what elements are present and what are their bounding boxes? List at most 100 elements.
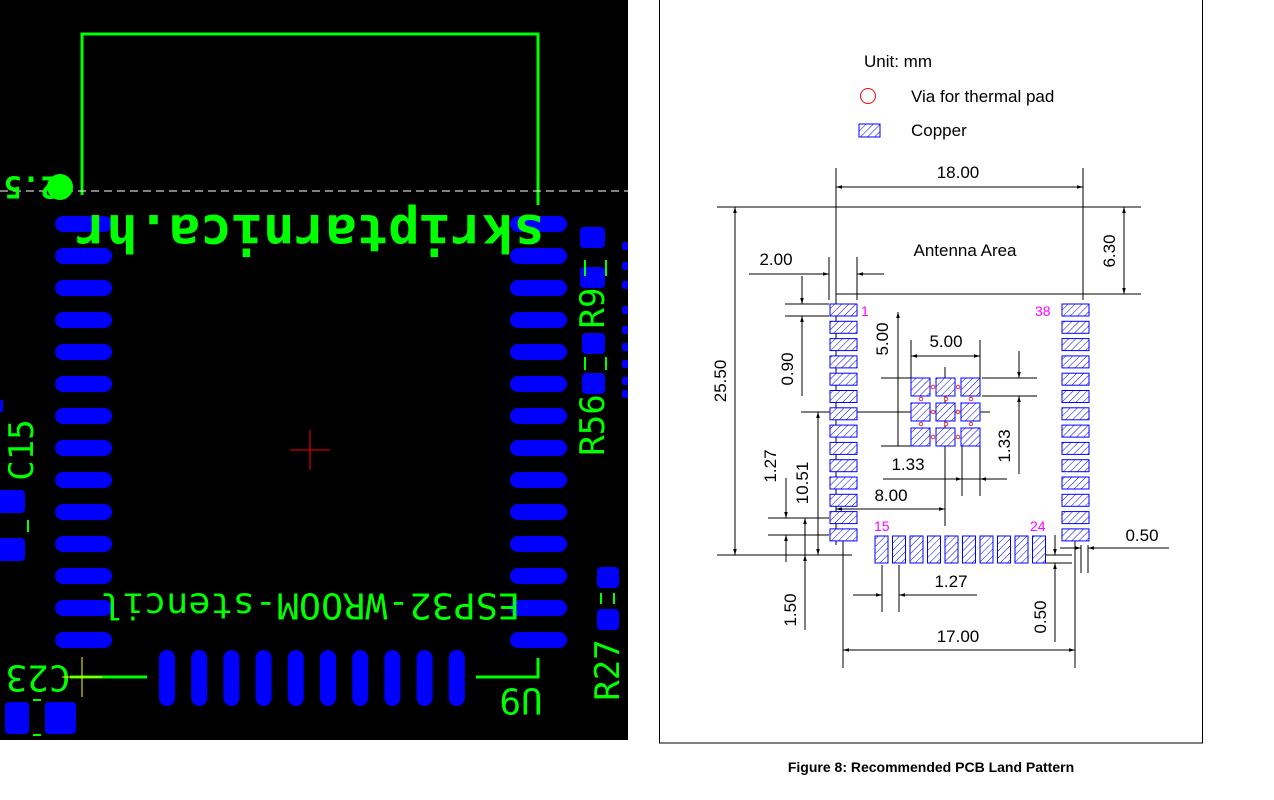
land-pad (1061, 459, 1090, 473)
legend-copper: Copper (911, 121, 967, 140)
thermal-pad (960, 427, 981, 447)
thermal-via (930, 434, 936, 440)
land-pad (1061, 511, 1090, 525)
designator-c23: C23 (5, 657, 70, 698)
module-pad (510, 440, 567, 456)
module-pad (55, 632, 112, 648)
designator-r9: R9 (573, 288, 613, 329)
land-pad (829, 407, 858, 421)
module-pad (55, 536, 112, 552)
dim-pitch-h: 1.27 (934, 572, 967, 591)
thermal-via (968, 396, 974, 402)
module-pads-bottom (159, 650, 465, 706)
thermal-pad (910, 427, 931, 447)
dim-thermal-size-v: 5.00 (873, 322, 892, 355)
legend-unit: Unit: mm (864, 52, 932, 71)
silkscreen-logo-text: skriptarnica.hr (75, 202, 545, 262)
thermal-via (943, 396, 949, 402)
module-pad (510, 504, 567, 520)
dim-bottom-offset: 1.50 (781, 593, 800, 626)
module-pad (320, 650, 336, 706)
dim-thermal-offset-h: 8.00 (874, 486, 907, 505)
pin-label-15: 15 (874, 518, 890, 534)
thermal-pad (910, 377, 931, 397)
land-pad (1061, 320, 1090, 334)
module-pad (510, 632, 567, 648)
module-pad (510, 312, 567, 328)
module-pad (510, 600, 567, 616)
thermal-pads (910, 377, 981, 447)
land-pad (829, 355, 858, 369)
module-pad (510, 280, 567, 296)
land-pads-left (829, 303, 858, 542)
pin-label-38: 38 (1035, 303, 1051, 319)
land-pad (1061, 372, 1090, 386)
designator-r27: R27 (588, 639, 628, 700)
module-pad (55, 280, 112, 296)
dim-thermal-size: 5.00 (929, 332, 962, 351)
land-pad (1061, 424, 1090, 438)
land-pad (829, 338, 858, 352)
antenna-area-label: Antenna Area (913, 241, 1017, 260)
land-pad (829, 424, 858, 438)
dimension-label: 2.5 (4, 168, 58, 203)
origin-crosshair (290, 430, 330, 470)
thermal-via (918, 396, 924, 402)
dim-width-total: 18.00 (937, 163, 980, 182)
thermal-via (955, 384, 961, 390)
dim-pad-width: 0.90 (778, 352, 797, 385)
module-pad (510, 536, 567, 552)
module-pads-left (55, 216, 112, 648)
module-pad (510, 376, 567, 392)
module-pad (55, 344, 112, 360)
land-pads-bottom (874, 535, 1046, 564)
dim-thermal-pitch-h: 1.33 (891, 455, 924, 474)
land-pad (829, 320, 858, 334)
module-pad (55, 440, 112, 456)
land-pad (1061, 528, 1090, 542)
dim-thermal-pitch-v: 1.33 (995, 429, 1014, 462)
module-pad (510, 248, 567, 264)
land-pad (829, 493, 858, 507)
land-pad (1061, 338, 1090, 352)
module-pad (55, 312, 112, 328)
land-pad (1032, 535, 1046, 564)
module-pad (55, 568, 112, 584)
designator-r56: R56 (573, 394, 613, 455)
land-pad (892, 535, 906, 564)
module-pad (352, 650, 369, 706)
module-pad (510, 344, 567, 360)
ref-designator-u9: U9 (499, 680, 542, 721)
thermal-via (955, 434, 961, 440)
land-pad (829, 441, 858, 455)
dim-pitch-v: 1.27 (761, 449, 780, 482)
module-pad (384, 650, 401, 706)
thermal-via (918, 421, 924, 427)
thermal-pad (935, 427, 956, 447)
land-pad (829, 303, 858, 317)
land-pad (829, 511, 858, 525)
land-pad (1061, 390, 1090, 403)
thermal-via (968, 421, 974, 427)
thermal-pad (960, 402, 981, 422)
legend-via: Via for thermal pad (911, 87, 1054, 106)
module-pad (55, 472, 112, 488)
pin1-marker (47, 174, 73, 200)
dim-antenna-height: 6.30 (1100, 234, 1119, 267)
thermal-pad (935, 402, 956, 422)
module-pad (287, 650, 304, 706)
land-pad (927, 535, 941, 564)
land-pad (829, 390, 858, 403)
module-pads-right (510, 216, 567, 648)
smd-component-pads (0, 227, 628, 734)
module-pad (510, 472, 567, 488)
land-pad (962, 535, 976, 564)
thermal-via (955, 409, 961, 415)
land-pad (874, 535, 889, 564)
thermal-pad (935, 377, 956, 397)
land-pad (1061, 303, 1090, 317)
land-pad (944, 535, 959, 564)
pcb-editor-canvas[interactable]: 2.5 skriptarnica.hr ESP32-WROOM-stencil … (0, 0, 628, 740)
module-pad (55, 408, 112, 424)
thermal-via (930, 384, 936, 390)
